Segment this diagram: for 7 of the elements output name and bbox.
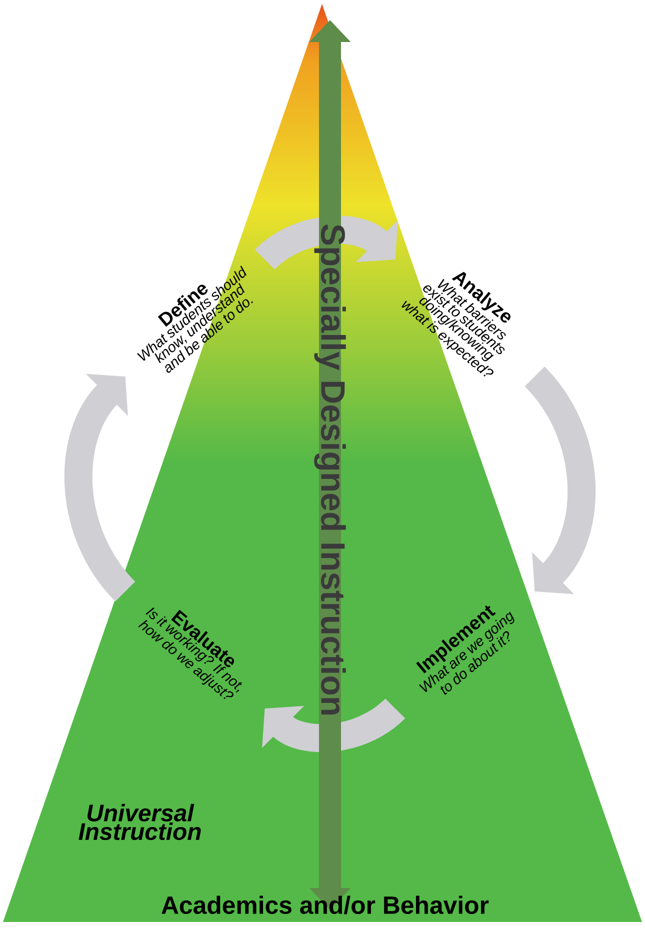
cycle-arrow (262, 698, 404, 752)
cycle-arrow (524, 367, 596, 594)
arrow-label: Specially Designed Instruction (314, 224, 346, 714)
base-label: Academics and/or Behavior (162, 896, 489, 914)
tier-label: Universal Instruction (78, 804, 201, 840)
cycle-arrow (64, 374, 136, 601)
cycle-arrow (255, 216, 398, 270)
